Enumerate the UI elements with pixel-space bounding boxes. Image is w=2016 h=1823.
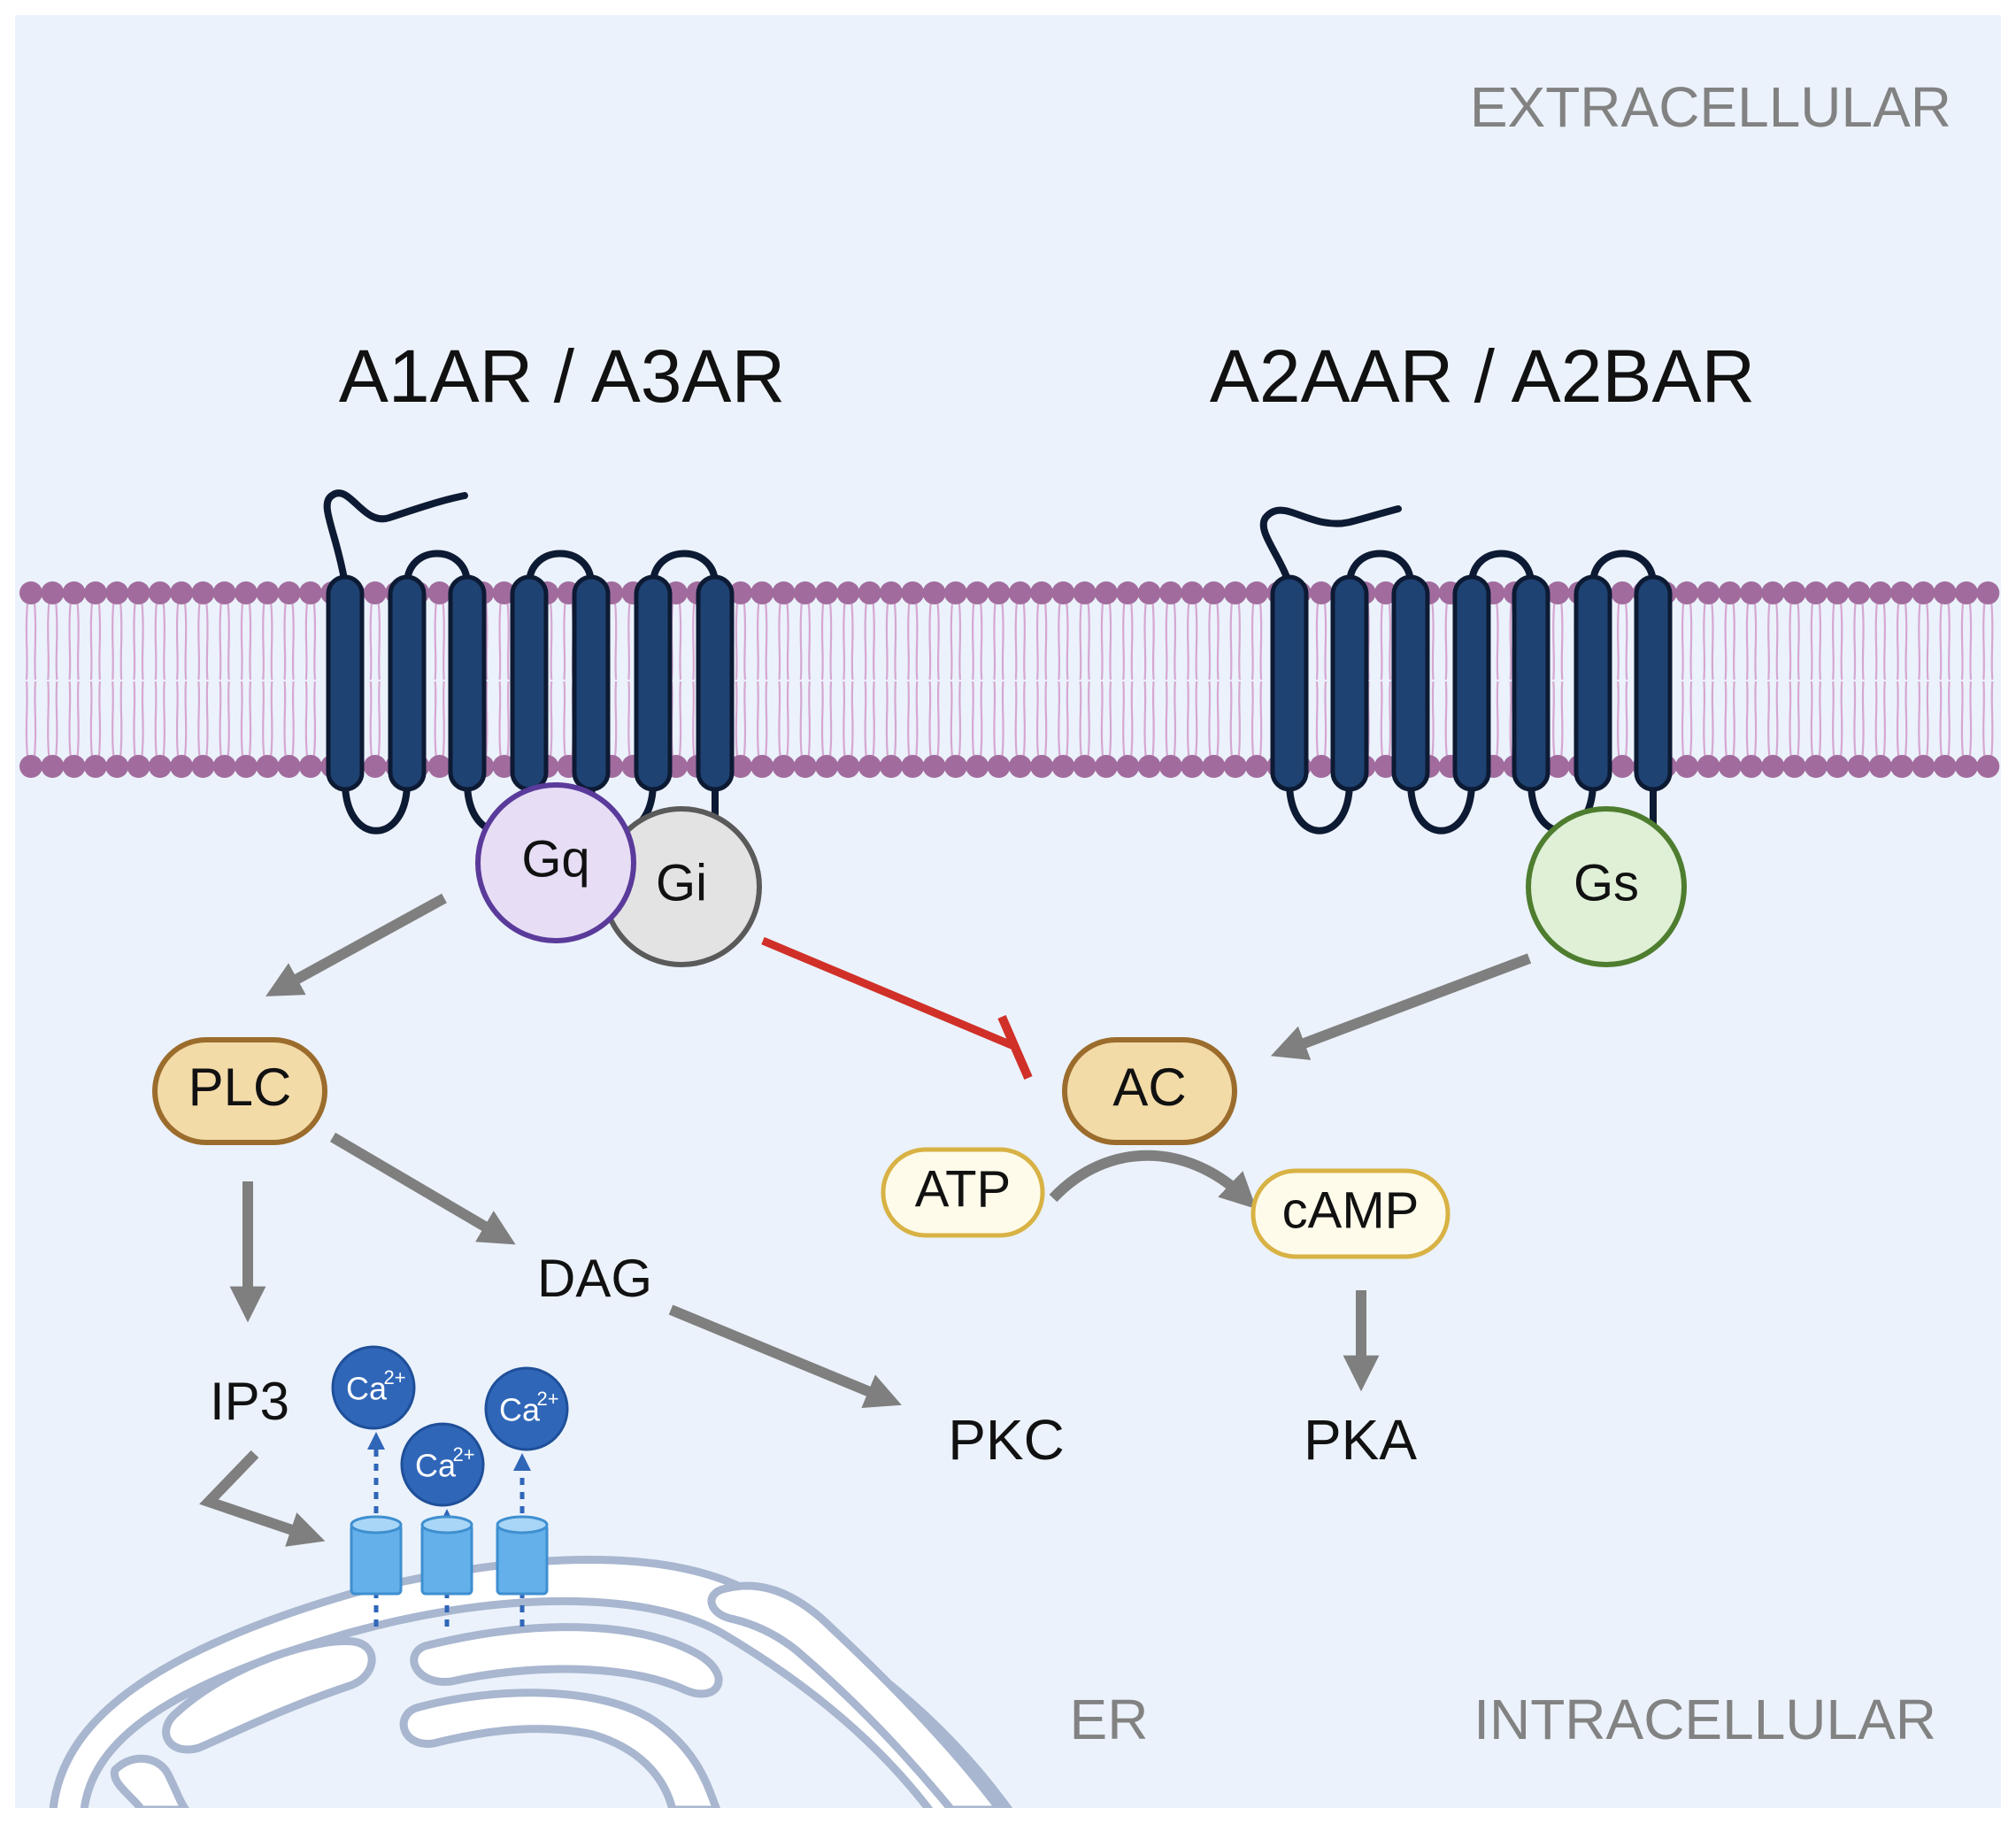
transmembrane-helix-4 [510, 574, 549, 792]
transmembrane-helix-1 [1270, 574, 1309, 792]
calcium-channel [350, 1432, 403, 1627]
arrow-dag-to-pkc [668, 1304, 902, 1409]
calcium-channel [420, 1509, 473, 1627]
receptor-loops [1259, 505, 1657, 835]
er-cisterna-3 [399, 1688, 721, 1808]
calcium-charge-label: 2+ [452, 1443, 474, 1465]
calcium-ion: Ca2+ [484, 1366, 569, 1451]
g-protein-gq: Gq [475, 782, 636, 943]
transmembrane-helix-7 [1634, 574, 1673, 792]
camp-label: cAMP [1282, 1181, 1420, 1239]
transmembrane-helix-7 [696, 574, 735, 792]
receptor-right-title: A2AAR / A2BAR [1210, 335, 1755, 418]
intracellular-label: INTRACELLULAR [1474, 1688, 1936, 1751]
transmembrane-helix-3 [448, 574, 487, 792]
transmembrane-helix-3 [1391, 574, 1430, 792]
pkc-label: PKC [948, 1408, 1065, 1472]
pka-label: PKA [1304, 1408, 1417, 1472]
camp-node: cAMP [1250, 1168, 1450, 1259]
gq-label: Gq [521, 830, 589, 888]
atp-node: ATP [881, 1147, 1045, 1238]
transmembrane-helix-2 [1330, 574, 1369, 792]
transmembrane-helix-5 [1512, 574, 1550, 792]
plc-label: PLC [189, 1058, 292, 1117]
calcium-charge-label: 2+ [383, 1366, 405, 1388]
endoplasmic-reticulum [49, 1556, 1013, 1808]
dag-label: DAG [537, 1249, 652, 1308]
transmembrane-helix-6 [1574, 574, 1612, 792]
arrow-plc-to-dag [329, 1132, 516, 1245]
receptor-a2aar-a2bar [1259, 505, 1673, 835]
transmembrane-helix-5 [572, 574, 611, 792]
transmembrane-helix-6 [634, 574, 673, 792]
er-label: ER [1070, 1688, 1149, 1751]
ac-node: AC [1062, 1037, 1237, 1145]
transmembrane-helix-4 [1452, 574, 1491, 792]
er-cisterna-4 [707, 1581, 1004, 1808]
calcium-label: Ca [415, 1448, 457, 1484]
ip3-label: IP3 [210, 1372, 289, 1431]
er-cisterna-1 [162, 1636, 376, 1754]
er-calcium-channels: Ca2+Ca2+Ca2+ [331, 1345, 569, 1627]
arrow-ip3-to-channel [199, 1450, 326, 1547]
er-cisterna-5 [110, 1754, 190, 1808]
calcium-label: Ca [499, 1392, 541, 1428]
atp-label: ATP [915, 1160, 1012, 1218]
inhibition-gi-to-ac [761, 936, 1033, 1080]
background [15, 15, 2001, 1808]
transmembrane-helix-2 [388, 574, 427, 792]
arrow-gs-to-ac [1270, 953, 1532, 1060]
calcium-label: Ca [346, 1371, 388, 1407]
ac-label: AC [1112, 1058, 1186, 1117]
g-protein-gi: Gi [601, 806, 762, 967]
transmembrane-helix-1 [326, 574, 365, 792]
er-cisterna-2 [410, 1623, 723, 1698]
arrow-gq-to-plc [265, 893, 447, 996]
extracellular-label: EXTRACELLULAR [1470, 75, 1951, 139]
calcium-ion: Ca2+ [331, 1345, 416, 1430]
calcium-ion: Ca2+ [400, 1422, 485, 1507]
gi-label: Gi [656, 854, 707, 912]
g-protein-gs: Gs [1526, 806, 1687, 967]
receptor-a1ar-a3ar [323, 489, 735, 835]
calcium-charge-label: 2+ [536, 1388, 558, 1410]
gs-label: Gs [1574, 854, 1639, 912]
arrow-atp-to-camp [1049, 1150, 1257, 1210]
plc-node: PLC [152, 1037, 327, 1145]
calcium-channel [496, 1453, 549, 1627]
receptor-left-title: A1AR / A3AR [339, 335, 785, 418]
